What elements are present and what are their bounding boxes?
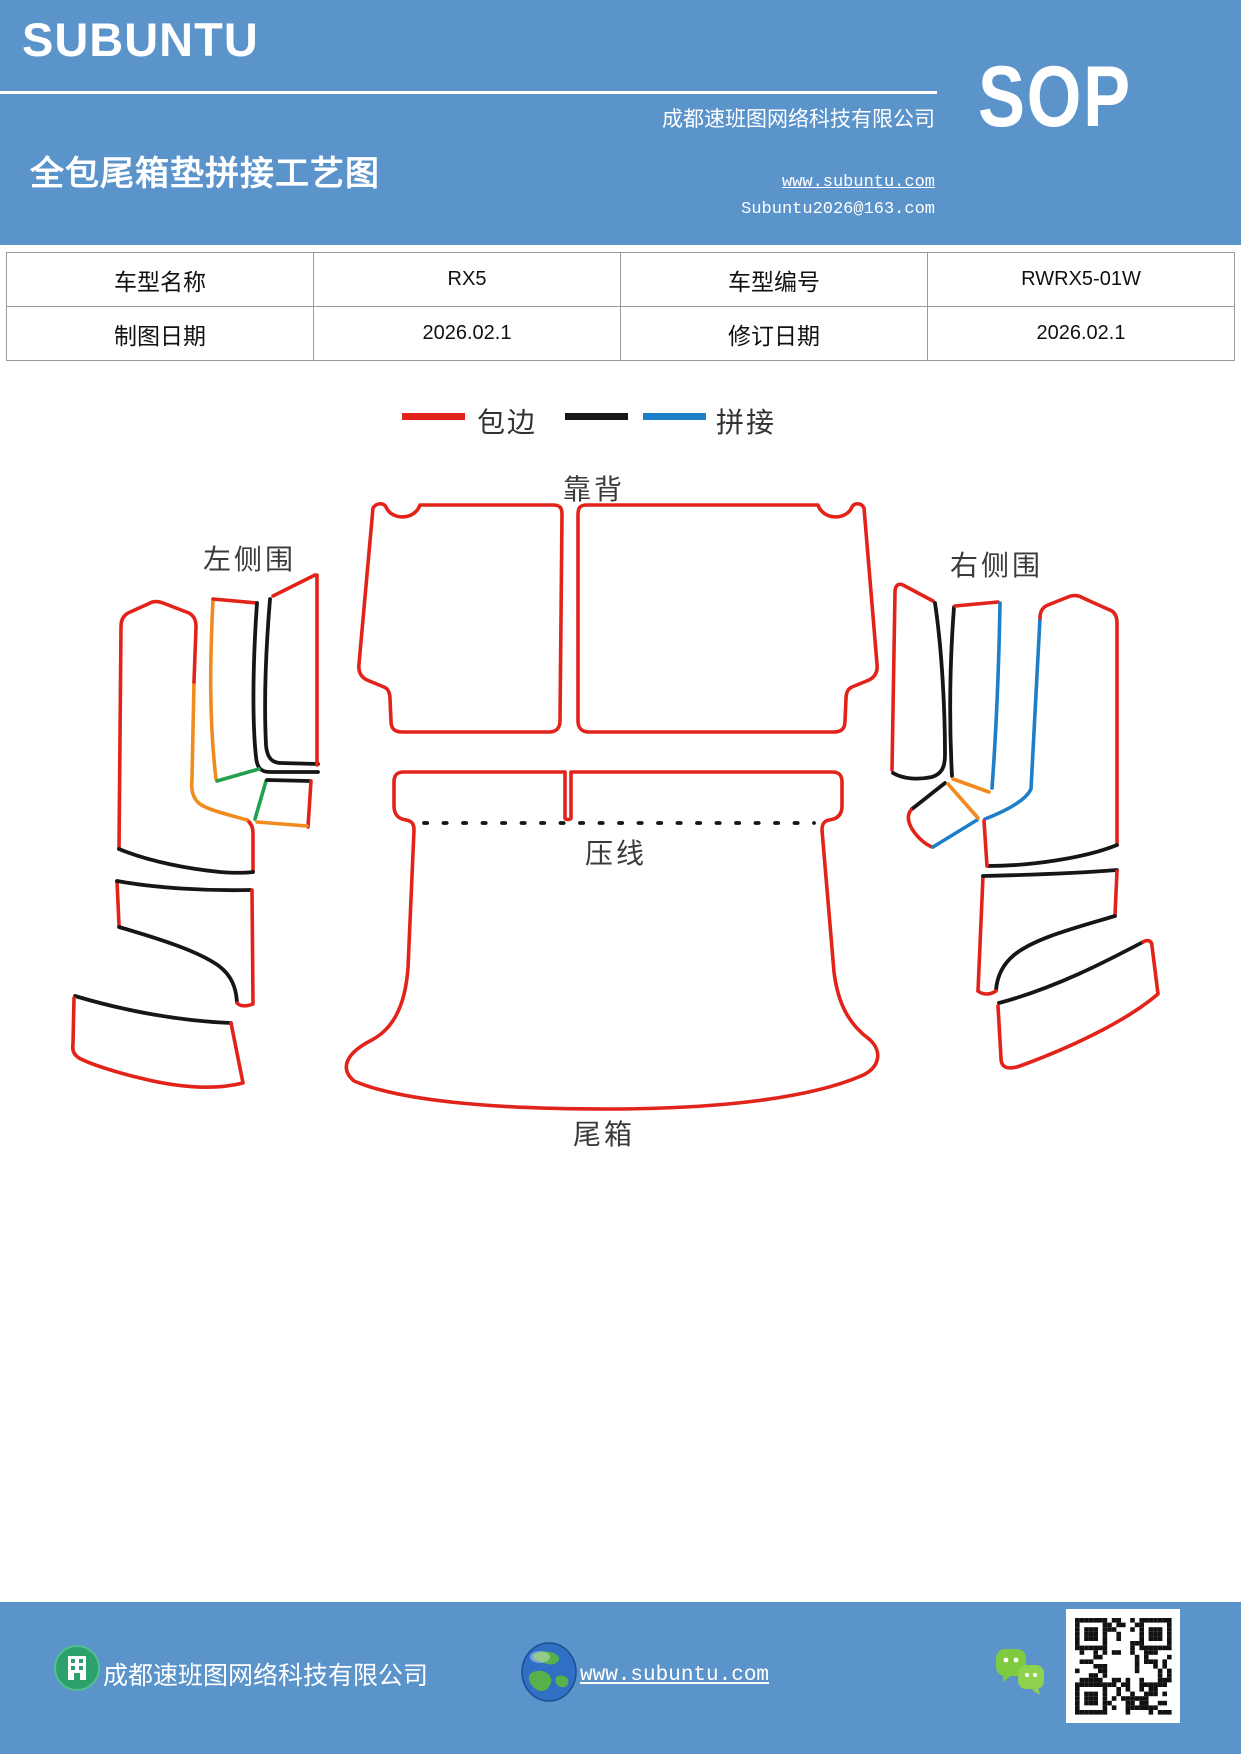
legend-edgewrap-label: 包边 <box>477 407 538 438</box>
wechat-icon <box>996 1649 1044 1695</box>
header-company-name: 成都速班图网络科技有限公司 <box>662 107 935 131</box>
revise-date-value: 2026.02.1 <box>927 306 1235 361</box>
label-left-side: 左侧围 <box>203 544 297 575</box>
qr-code <box>1066 1609 1180 1723</box>
backrest-right-outline <box>576 501 879 734</box>
model-name-label: 车型名称 <box>6 252 314 307</box>
building-icon <box>54 1645 100 1691</box>
label-right-side: 右侧围 <box>950 550 1044 581</box>
label-backrest: 靠背 <box>563 474 626 505</box>
page-title: 全包尾箱垫拼接工艺图 <box>30 156 380 193</box>
label-press-line: 压线 <box>585 838 648 869</box>
legend-splice-blue-swatch <box>643 413 706 420</box>
draw-date-value: 2026.02.1 <box>313 306 621 361</box>
model-code-label: 车型编号 <box>620 252 928 307</box>
model-code-value: RWRX5-01W <box>927 252 1235 307</box>
footer-company-name: 成都速班图网络科技有限公司 <box>103 1663 429 1690</box>
vehicle-info-table: 车型名称 RX5 车型编号 RWRX5-01W 制图日期 2026.02.1 修… <box>6 252 1235 361</box>
draw-date-label: 制图日期 <box>6 306 314 361</box>
footer-website-link[interactable]: www.subuntu.com <box>580 1664 770 1687</box>
sop-badge: SOP <box>978 49 1132 145</box>
legend-splice-label: 拼接 <box>716 407 777 438</box>
legend-edgewrap-swatch <box>402 413 465 420</box>
table-row: 车型名称 RX5 车型编号 RWRX5-01W <box>6 252 1235 307</box>
header-email: Subuntu2026@163.com <box>741 200 935 219</box>
header-divider-line <box>0 91 937 94</box>
header-website-link[interactable]: www.subuntu.com <box>781 173 935 192</box>
trunk-outline <box>344 770 880 1111</box>
right-side-pieces <box>890 582 1160 1070</box>
left-side-pieces <box>70 573 320 1089</box>
revise-date-label: 修订日期 <box>620 306 928 361</box>
legend-splice-black-swatch <box>565 413 628 420</box>
table-row: 制图日期 2026.02.1 修订日期 2026.02.1 <box>6 306 1235 361</box>
model-name-value: RX5 <box>313 252 621 307</box>
header-band: SUBUNTU 全包尾箱垫拼接工艺图 成都速班图网络科技有限公司 SOP www… <box>0 0 1241 245</box>
label-trunk: 尾箱 <box>573 1119 636 1150</box>
backrest-left-outline <box>357 501 564 734</box>
globe-icon <box>521 1642 577 1702</box>
brand-logo: SUBUNTU <box>22 13 259 66</box>
